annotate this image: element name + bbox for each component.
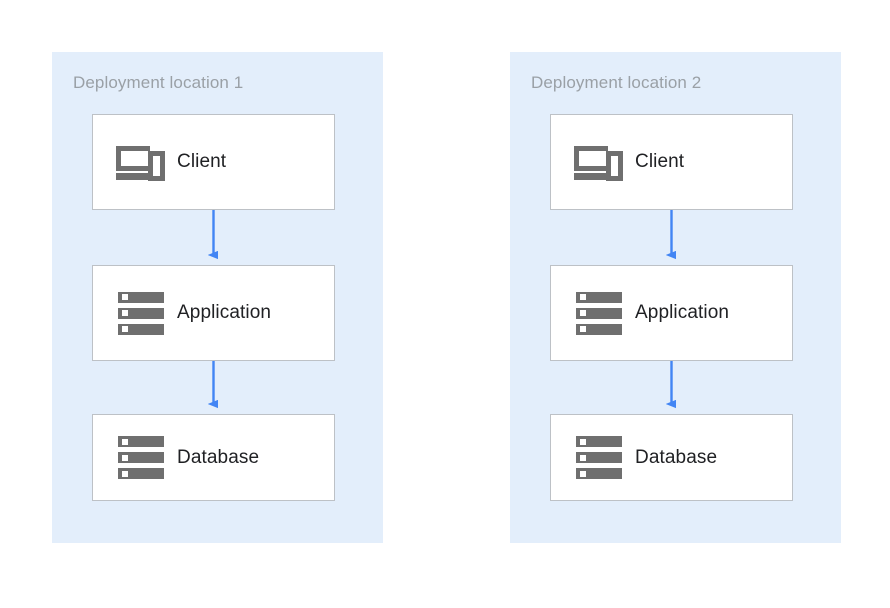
panel-title-1: Deployment location 1 xyxy=(73,73,244,92)
node-label-database-1: Database xyxy=(177,446,260,468)
node-client-2[interactable]: Client xyxy=(550,114,793,210)
server-icon xyxy=(563,291,635,335)
panel-title-2: Deployment location 2 xyxy=(531,73,702,92)
node-client-1[interactable]: Client xyxy=(92,114,335,210)
deployment-location-panel-2: Deployment location 2 Client xyxy=(510,52,841,543)
client-devices-icon xyxy=(105,143,177,181)
node-application-1[interactable]: Application xyxy=(92,265,335,361)
node-database-2[interactable]: Database xyxy=(550,414,793,501)
deployment-location-panel-1: Deployment location 1 Client xyxy=(52,52,383,543)
node-label-client-2: Client xyxy=(635,151,685,172)
node-label-client-1: Client xyxy=(177,151,227,172)
node-label-application-1: Application xyxy=(177,302,272,323)
node-label-database-2: Database xyxy=(635,446,718,468)
node-label-application-2: Application xyxy=(635,302,730,323)
server-icon xyxy=(105,436,177,479)
node-database-1[interactable]: Database xyxy=(92,414,335,501)
node-application-2[interactable]: Application xyxy=(550,265,793,361)
server-icon xyxy=(563,436,635,479)
client-devices-icon xyxy=(563,143,635,181)
server-icon xyxy=(105,291,177,335)
